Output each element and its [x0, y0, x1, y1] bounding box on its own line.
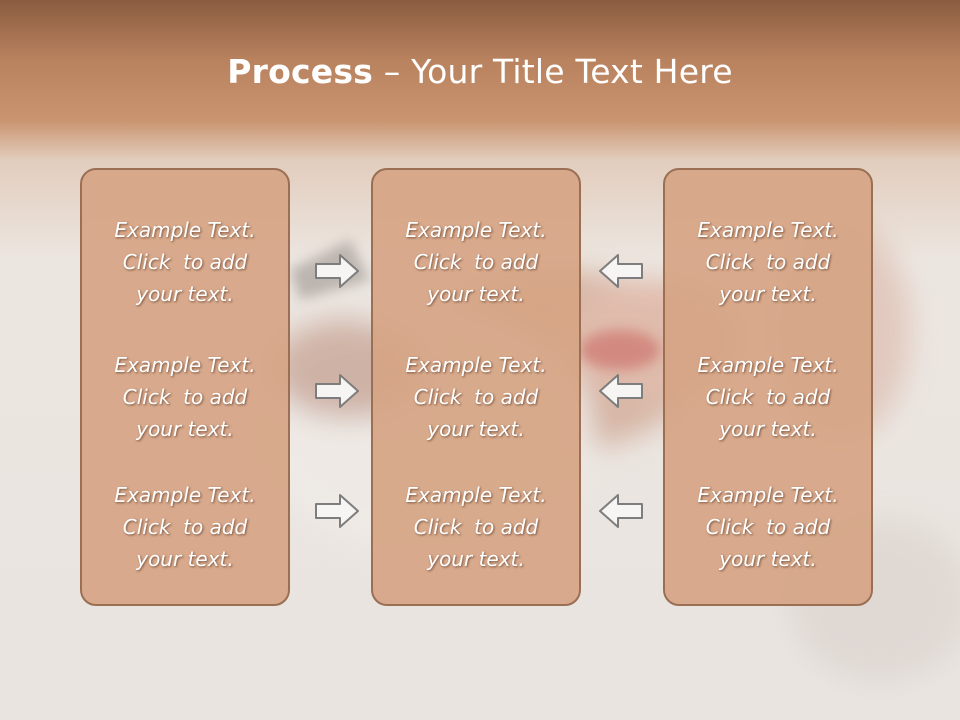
text-block[interactable]: Example Text. Click to add your text. — [373, 479, 579, 575]
text-block[interactable]: Example Text. Click to add your text. — [665, 479, 871, 575]
arrow-right-icon[interactable] — [314, 493, 360, 529]
text-line: Click to add — [413, 385, 539, 409]
text-line: Example Text. — [697, 218, 839, 242]
text-block[interactable]: Example Text. Click to add your text. — [82, 349, 288, 445]
text-line: Example Text. — [114, 483, 256, 507]
text-line: Click to add — [705, 250, 831, 274]
arrow-left-icon[interactable] — [598, 253, 644, 289]
text-line: Example Text. — [405, 218, 547, 242]
text-line: Click to add — [122, 250, 248, 274]
text-line: Click to add — [413, 515, 539, 539]
arrow-right-icon[interactable] — [314, 253, 360, 289]
text-block[interactable]: Example Text. Click to add your text. — [665, 214, 871, 310]
text-line: Click to add — [122, 385, 248, 409]
text-line: Example Text. — [405, 483, 547, 507]
process-box-left[interactable]: Example Text. Click to add your text. Ex… — [80, 168, 290, 606]
text-line: your text. — [719, 547, 817, 571]
process-box-middle[interactable]: Example Text. Click to add your text. Ex… — [371, 168, 581, 606]
text-line: Example Text. — [405, 353, 547, 377]
text-line: your text. — [427, 282, 525, 306]
text-line: Example Text. — [697, 353, 839, 377]
arrow-right-icon[interactable] — [314, 373, 360, 409]
text-line: your text. — [136, 547, 234, 571]
text-block[interactable]: Example Text. Click to add your text. — [82, 214, 288, 310]
process-box-right[interactable]: Example Text. Click to add your text. Ex… — [663, 168, 873, 606]
text-line: your text. — [719, 282, 817, 306]
title-bold: Process — [227, 52, 374, 91]
text-block[interactable]: Example Text. Click to add your text. — [665, 349, 871, 445]
arrow-left-icon[interactable] — [598, 373, 644, 409]
title-rest: – Your Title Text Here — [373, 52, 733, 91]
text-line: Click to add — [413, 250, 539, 274]
arrow-left-icon[interactable] — [598, 493, 644, 529]
text-line: Click to add — [705, 385, 831, 409]
text-line: your text. — [427, 547, 525, 571]
text-line: Click to add — [122, 515, 248, 539]
text-line: your text. — [136, 282, 234, 306]
slide-title[interactable]: Process – Your Title Text Here — [0, 52, 960, 91]
text-line: Example Text. — [114, 353, 256, 377]
text-line: your text. — [719, 417, 817, 441]
text-line: Example Text. — [697, 483, 839, 507]
text-line: your text. — [427, 417, 525, 441]
text-block[interactable]: Example Text. Click to add your text. — [373, 349, 579, 445]
text-line: Click to add — [705, 515, 831, 539]
text-line: your text. — [136, 417, 234, 441]
text-line: Example Text. — [114, 218, 256, 242]
text-block[interactable]: Example Text. Click to add your text. — [373, 214, 579, 310]
text-block[interactable]: Example Text. Click to add your text. — [82, 479, 288, 575]
